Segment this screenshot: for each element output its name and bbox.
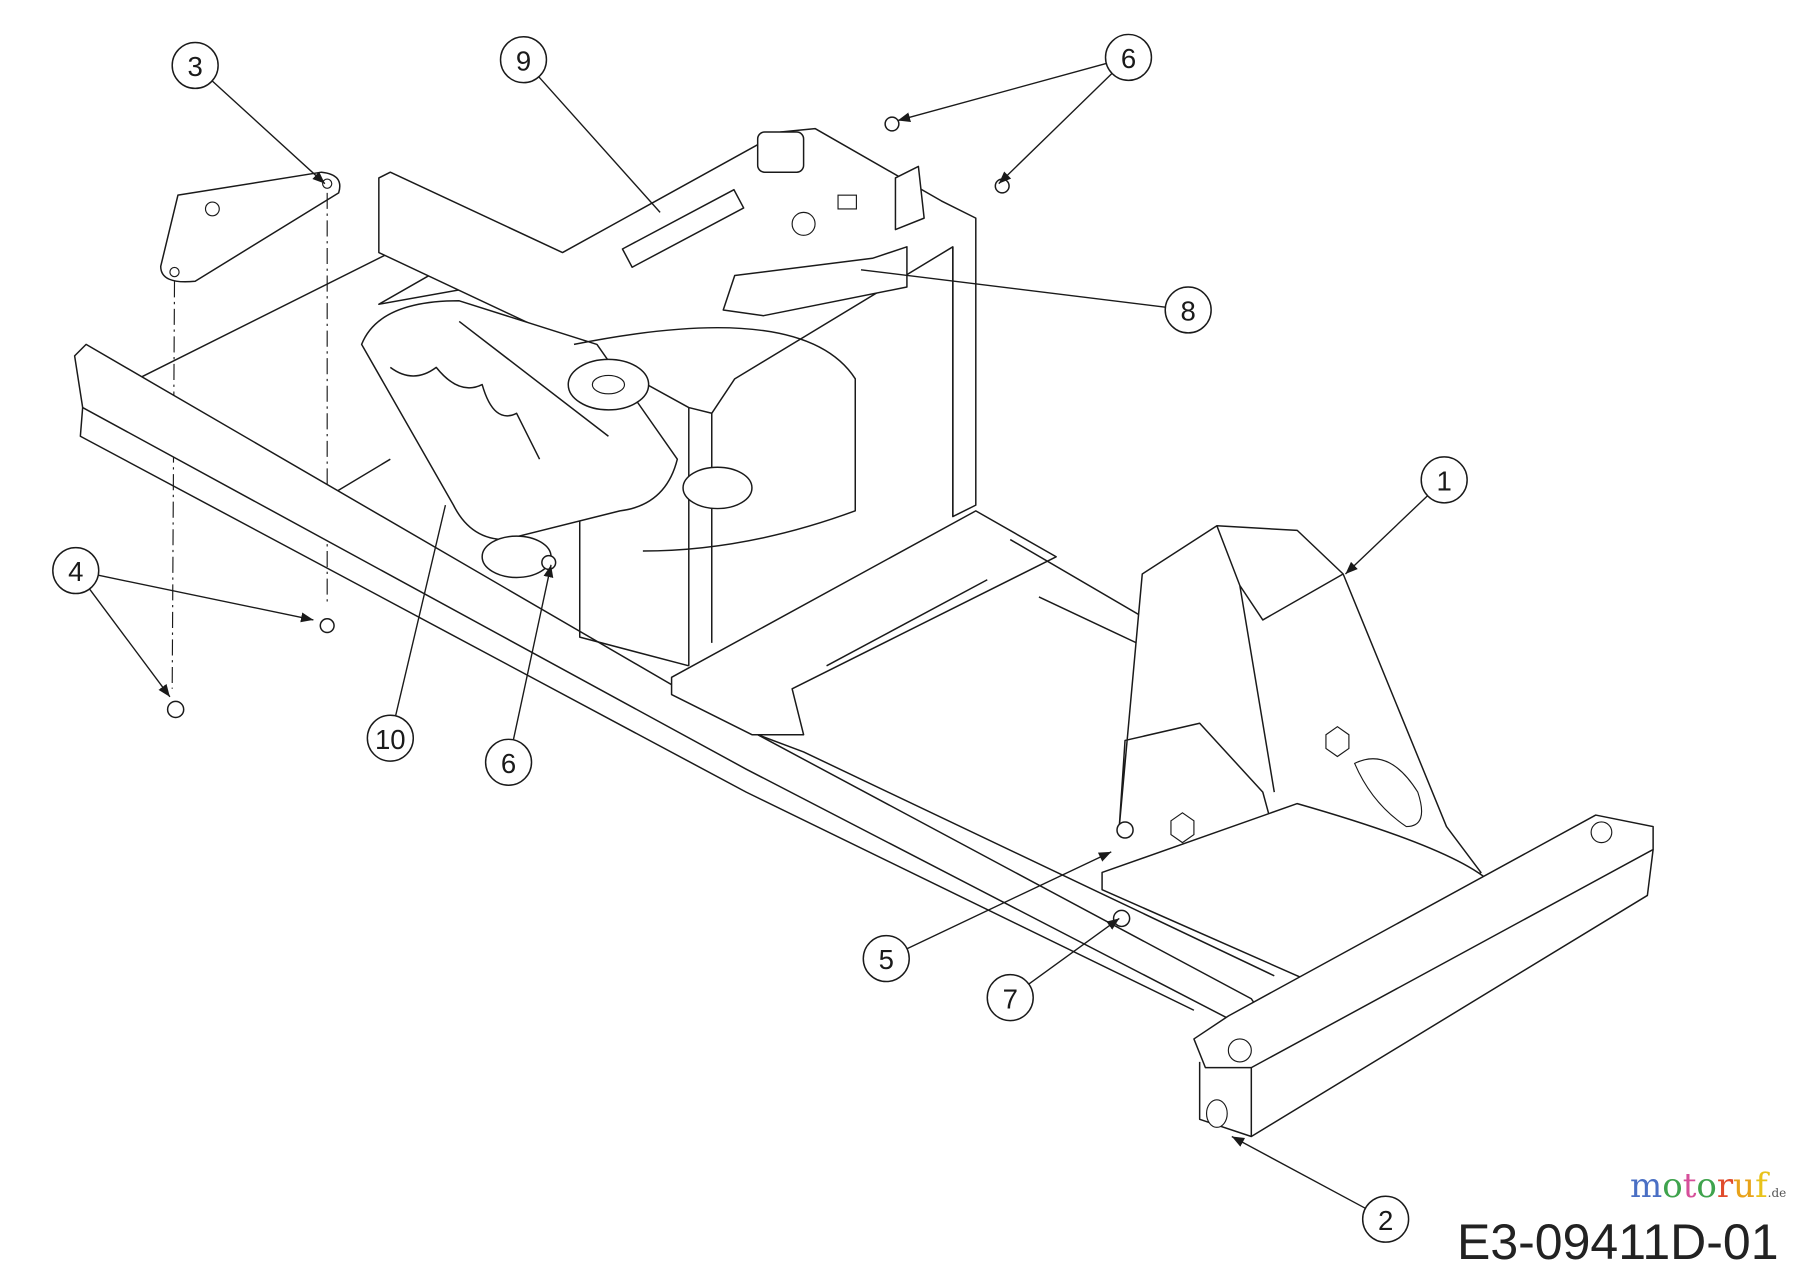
diagram-code: E3-09411D-01 xyxy=(1457,1214,1779,1270)
leader-line xyxy=(906,851,1112,950)
callout-6[interactable]: 6 xyxy=(1104,33,1153,82)
leader-line xyxy=(1231,1135,1366,1209)
callout-10[interactable]: 10 xyxy=(366,714,415,762)
watermark-logo: motoruf.de xyxy=(1630,1166,1787,1206)
callout-circle xyxy=(366,714,415,762)
callout-label: 8 xyxy=(1181,296,1196,327)
leader-line xyxy=(538,76,661,213)
front-axle-bar-part-2 xyxy=(1193,814,1654,1069)
leader-line xyxy=(88,588,171,698)
callout-circle xyxy=(1164,286,1212,334)
plate-part-3 xyxy=(159,171,341,283)
leader-line xyxy=(860,269,1166,308)
callout-label: 6 xyxy=(1121,43,1136,74)
callout-label: 7 xyxy=(1003,983,1018,1014)
leader-line xyxy=(998,72,1113,185)
leader-line xyxy=(512,564,554,740)
leader-line xyxy=(394,504,447,716)
callout-label: 6 xyxy=(501,748,516,779)
leader-line xyxy=(98,574,314,623)
callout-circle xyxy=(52,546,100,595)
callout-circle xyxy=(484,738,533,786)
callout-label: 5 xyxy=(879,944,894,975)
leader-line xyxy=(1028,917,1120,985)
callout-circle xyxy=(1104,33,1153,82)
callout-3[interactable]: 3 xyxy=(171,41,219,90)
callout-circle xyxy=(986,973,1034,1022)
callout-6[interactable]: 6 xyxy=(484,738,533,786)
callout-2[interactable]: 2 xyxy=(1361,1195,1410,1243)
leader-line xyxy=(1344,495,1429,575)
callout-label: 1 xyxy=(1437,466,1452,497)
callout-label: 3 xyxy=(187,51,202,82)
callout-7[interactable]: 7 xyxy=(986,973,1034,1022)
crossmember xyxy=(670,510,1057,736)
callout-9[interactable]: 9 xyxy=(499,35,548,84)
callout-label: 10 xyxy=(375,724,406,755)
callout-4[interactable]: 4 xyxy=(52,546,100,595)
callout-circle xyxy=(1361,1195,1410,1243)
leader-line xyxy=(211,80,326,185)
callout-1[interactable]: 1 xyxy=(1420,456,1468,504)
callout-8[interactable]: 8 xyxy=(1164,286,1212,334)
callout-circle xyxy=(171,41,219,90)
callout-circle xyxy=(862,934,910,983)
callout-5[interactable]: 5 xyxy=(862,934,910,983)
callout-circle xyxy=(499,35,548,84)
callout-label: 4 xyxy=(68,556,83,587)
callout-label: 9 xyxy=(516,45,531,76)
callout-label: 2 xyxy=(1378,1205,1393,1236)
leader-line xyxy=(897,62,1107,123)
callout-circle xyxy=(1420,456,1468,504)
